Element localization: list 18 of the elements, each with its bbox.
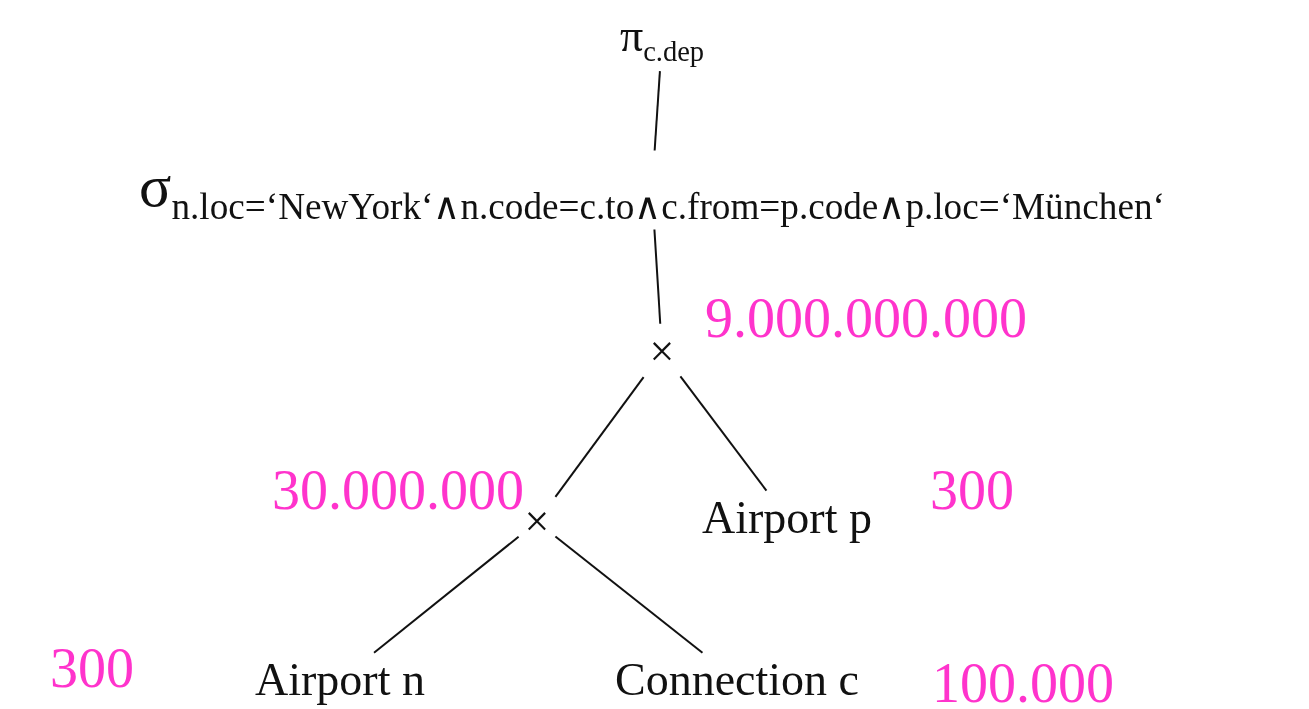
cardinality-label: 300 [50,640,134,696]
tree-edge [653,70,661,152]
cross-product-operator: × [649,327,675,377]
tree-edge [554,376,645,498]
cardinality-label: 100.000 [932,655,1114,709]
cross-product-operator: × [524,497,550,547]
cardinality-label: 9.000.000.000 [705,290,1027,346]
cardinality-label: 30.000.000 [272,462,524,518]
tree-edge [373,535,520,654]
operator-label: π$_{c.dep}$ [619,10,705,68]
relation-label: Airport n [255,654,425,706]
tree-edge [679,375,768,492]
relation-label: Airport p [702,492,872,544]
tree-edge [554,535,704,654]
cardinality-label: 300 [930,462,1014,518]
operator-label: σ$_{n.loc=‘NewYork‘∧n.code=c.to∧c.from=p.code∧p.loc=‘München‘}$ [139,152,1165,228]
relation-label: Connection c [615,654,859,706]
tree-edge [653,228,662,325]
